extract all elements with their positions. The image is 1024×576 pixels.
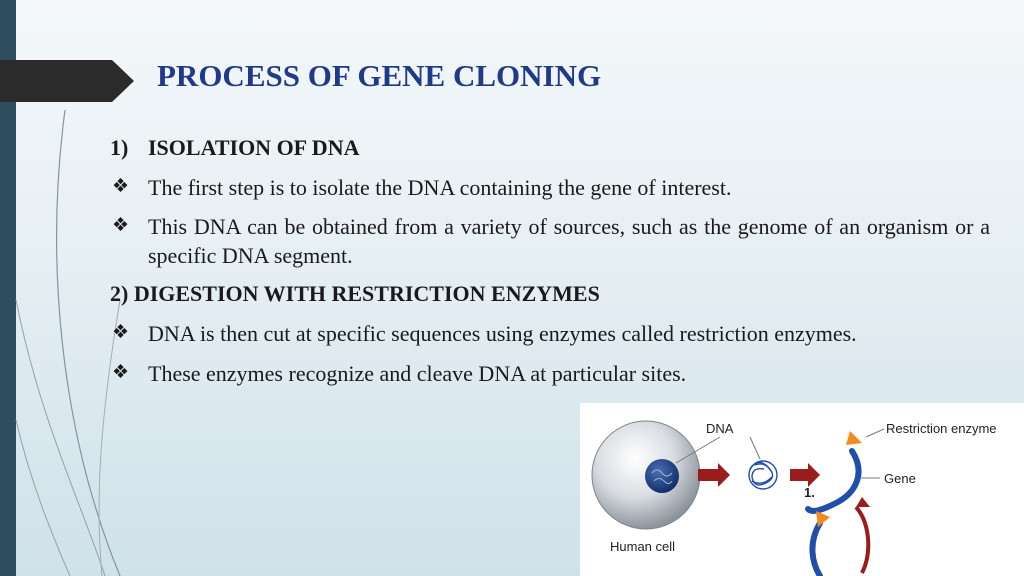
- nucleus-icon: [645, 459, 679, 493]
- step-number-label: 1.: [804, 485, 815, 500]
- bullet-diamond-icon: ❖: [112, 361, 130, 383]
- bullet-diamond-icon: ❖: [112, 321, 130, 343]
- section-heading-2: 2) DIGESTION WITH RESTRICTION ENZYMES: [110, 280, 990, 309]
- section-title-1: ISOLATION OF DNA: [148, 135, 360, 160]
- gene-label: Gene: [884, 471, 916, 486]
- page-title: PROCESS OF GENE CLONING: [157, 58, 602, 93]
- left-accent-bar: [0, 0, 16, 576]
- dna-tangle-icon: [748, 460, 778, 490]
- title-tab-arrow: [0, 60, 134, 102]
- human-cell-label: Human cell: [610, 539, 675, 554]
- content-body: 1) ISOLATION OF DNA ❖ The first step is …: [110, 134, 990, 388]
- bullet-item: ❖ The first step is to isolate the DNA c…: [110, 174, 990, 203]
- restriction-enzyme-icon: [846, 431, 862, 445]
- restriction-enzyme-icon: [816, 511, 830, 527]
- dna-strand-icon: [809, 520, 823, 576]
- curved-arrow-icon: [856, 497, 870, 507]
- arrow-right-icon: [790, 463, 820, 487]
- section-heading-1: 1) ISOLATION OF DNA: [110, 134, 990, 163]
- bullet-text: These enzymes recognize and cleave DNA a…: [148, 360, 687, 386]
- bullet-text: DNA is then cut at specific sequences us…: [148, 320, 857, 346]
- restriction-enzyme-label: Restriction enzyme: [886, 421, 997, 436]
- illustration-svg: DNA 1. Restriction enzyme Gene Hum: [591, 420, 997, 576]
- section-number-1: 1): [110, 135, 129, 160]
- section-title-2: 2) DIGESTION WITH RESTRICTION ENZYMES: [110, 281, 600, 307]
- gene-cloning-illustration: DNA 1. Restriction enzyme Gene Hum: [580, 403, 1024, 576]
- dna-strand-icon: [805, 448, 862, 514]
- arrow-right-icon: [698, 463, 730, 487]
- bullet-text: The first step is to isolate the DNA con…: [148, 174, 732, 200]
- bullet-diamond-icon: ❖: [112, 175, 130, 197]
- bullet-item: ❖ This DNA can be obtained from a variet…: [110, 213, 990, 270]
- bullet-diamond-icon: ❖: [112, 215, 130, 237]
- bullet-item: ❖ These enzymes recognize and cleave DNA…: [110, 360, 990, 389]
- bullet-item: ❖ DNA is then cut at specific sequences …: [110, 320, 990, 349]
- bullet-text: This DNA can be obtained from a variety …: [148, 214, 990, 268]
- dna-label: DNA: [706, 421, 734, 436]
